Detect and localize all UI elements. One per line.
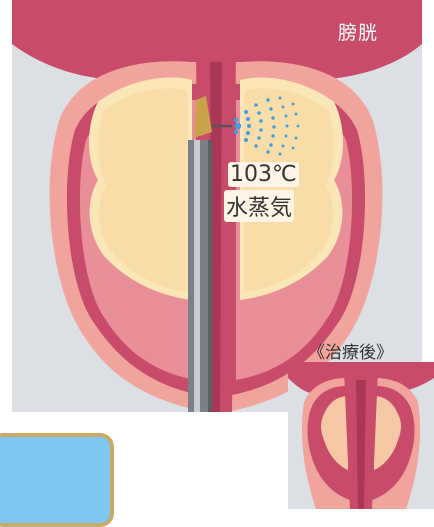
instrument-shaft-edge	[208, 140, 212, 412]
temperature-label: 103℃	[228, 162, 299, 187]
after-treatment-inset	[288, 362, 434, 509]
steam-label: 水蒸気	[224, 190, 294, 222]
instrument-shaft-highlight	[194, 140, 200, 412]
after-treatment-title: 《治療後》	[308, 338, 393, 363]
info-button[interactable]	[0, 433, 114, 527]
bladder-label: 膀胱	[338, 18, 378, 45]
